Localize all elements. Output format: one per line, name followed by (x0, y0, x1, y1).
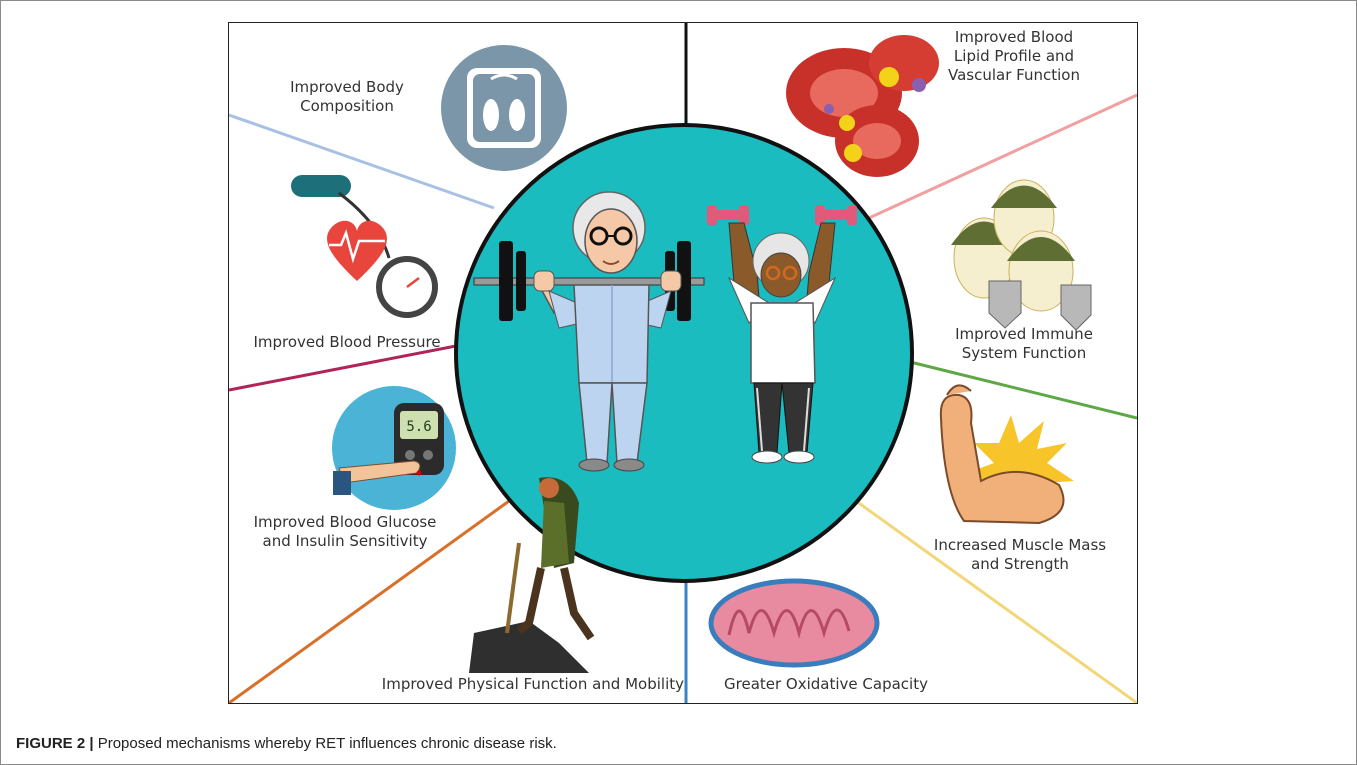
label-blood-lipid: Improved Blood Lipid Profile and Vascula… (948, 28, 1080, 84)
mitochondrion-icon (708, 578, 880, 668)
hiker-icon (469, 477, 595, 673)
label-body-composition: Improved Body Composition (290, 78, 404, 115)
diagram-canvas: 5.6 (229, 23, 1137, 703)
man-lifting-icon (533, 191, 682, 472)
scale-icon (441, 45, 567, 171)
diagram-panel: 5.6 Improved Body Composition Improved B… (228, 22, 1138, 704)
divider-body-composition (229, 113, 495, 210)
glucose-reading: 5.6 (406, 419, 431, 435)
flexed-arm-icon (939, 384, 1074, 525)
label-blood-pressure: Improved Blood Pressure (253, 333, 441, 351)
label-physical-function: Improved Physical Function and Mobility (381, 675, 684, 693)
label-oxidative: Greater Oxidative Capacity (724, 675, 928, 693)
woman-lifting-icon (707, 205, 857, 464)
barbell-icon (473, 241, 705, 321)
blood-pressure-icon (291, 175, 438, 318)
label-muscle: Increased Muscle Mass and Strength (933, 536, 1107, 573)
label-immune: Improved Immune System Function (955, 325, 1093, 362)
caption-text: Proposed mechanisms whereby RET influenc… (97, 735, 557, 752)
figure-caption: FIGURE 2 | Proposed mechanisms whereby R… (16, 735, 557, 752)
divider-blood-lipid (868, 93, 1137, 220)
central-circle (454, 123, 914, 583)
caption-label: FIGURE 2 | (16, 735, 94, 752)
divider-physical (229, 481, 535, 703)
immune-soldiers-icon (951, 179, 1092, 331)
divider-immune (893, 356, 1137, 420)
blood-cells-icon (786, 35, 939, 177)
glucose-meter-icon (332, 386, 456, 510)
divider-muscle (823, 476, 1137, 703)
divider-blood-pressure (229, 343, 462, 392)
label-glucose: Improved Blood Glucose and Insulin Sensi… (253, 513, 437, 550)
